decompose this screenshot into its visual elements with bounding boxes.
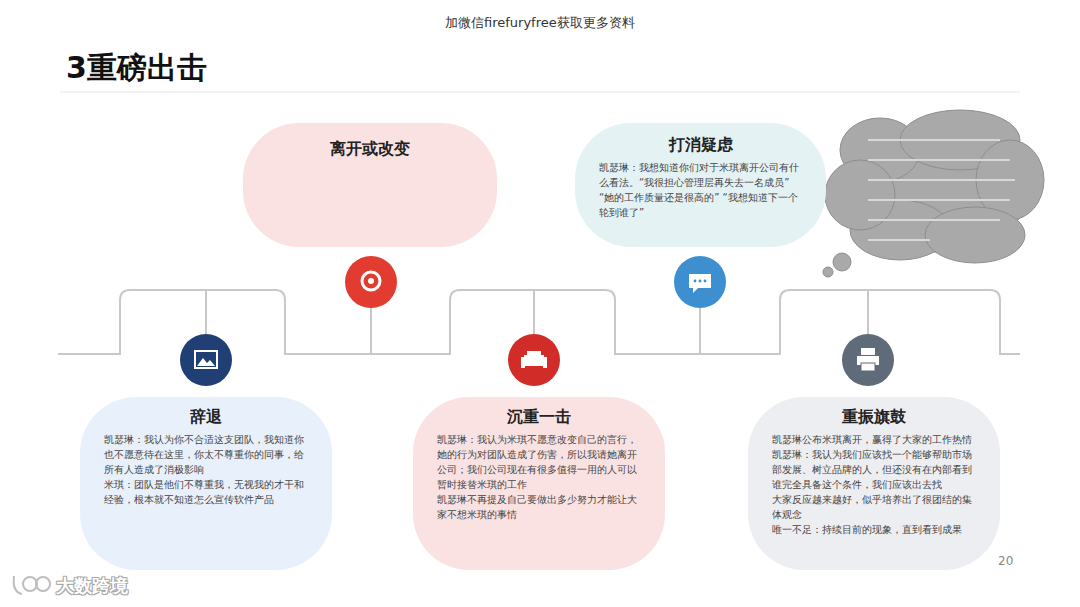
panel-body: 凯瑟琳：我认为米琪不愿意改变自己的言行，她的行为对团队造成了伤害，所以我请她离开… <box>437 432 641 492</box>
panel-heading: 辞退 <box>104 407 308 428</box>
panel-heading: 离开或改变 <box>269 139 471 160</box>
thought-cloud <box>823 110 1044 277</box>
panel-body: 凯瑟琳公布米琪离开，赢得了大家的工作热情 <box>772 432 976 447</box>
page-number: 20 <box>998 554 1013 568</box>
slide-title: 3重磅出击 <box>66 48 207 89</box>
rounded-panel: 打消疑虑凯瑟琳：我想知道你们对于米琪离开公司有什么看法。“我很担心管理层再失去一… <box>575 123 826 247</box>
watermark-logo <box>14 576 50 594</box>
panel-heading: 打消疑虑 <box>599 135 802 156</box>
panel-body: 凯瑟琳：我认为你不合适这支团队，我知道你也不愿意待在这里，你太不尊重你的同事，给… <box>104 432 308 477</box>
rounded-panel: 辞退凯瑟琳：我认为你不合适这支团队，我知道你也不愿意待在这里，你太不尊重你的同事… <box>80 397 332 570</box>
panel-body: 凯瑟琳：我认为我们应该找一个能够帮助市场部发展、树立品牌的人，但还没有在内部看到… <box>772 447 976 492</box>
panel-body: 凯瑟琳：我想知道你们对于米琪离开公司有什么看法。“我很担心管理层再失去一名成员”… <box>599 160 802 220</box>
rounded-panel: 重振旗鼓凯瑟琳公布米琪离开，赢得了大家的工作热情凯瑟琳：我认为我们应该找一个能够… <box>748 397 1000 570</box>
watermark: 大数跨境 <box>56 574 128 598</box>
rounded-panel: 离开或改变 <box>243 123 497 247</box>
rounded-panel: 沉重一击凯瑟琳：我认为米琪不愿意改变自己的言行，她的行为对团队造成了伤害，所以我… <box>413 397 665 570</box>
panel-heading: 重振旗鼓 <box>772 407 976 428</box>
panel-heading: 沉重一击 <box>437 407 641 428</box>
title-rule <box>60 92 1020 93</box>
panel-body: 米琪：团队是他们不尊重我，无视我的才干和经验，根本就不知道怎么宣传软件产品 <box>104 477 308 507</box>
cloud-texture <box>868 140 1015 240</box>
panel-body: 凯瑟琳不再提及自己要做出多少努力才能让大家不想米琪的事情 <box>437 492 641 522</box>
icon-circles <box>180 256 894 386</box>
header-note: 加微信firefuryfree获取更多资料 <box>445 14 635 32</box>
panel-body: 大家反应越来越好，似乎培养出了很团结的集体观念 <box>772 492 976 522</box>
panel-body: 唯一不足：持续目前的现象，直到看到成果 <box>772 522 976 537</box>
